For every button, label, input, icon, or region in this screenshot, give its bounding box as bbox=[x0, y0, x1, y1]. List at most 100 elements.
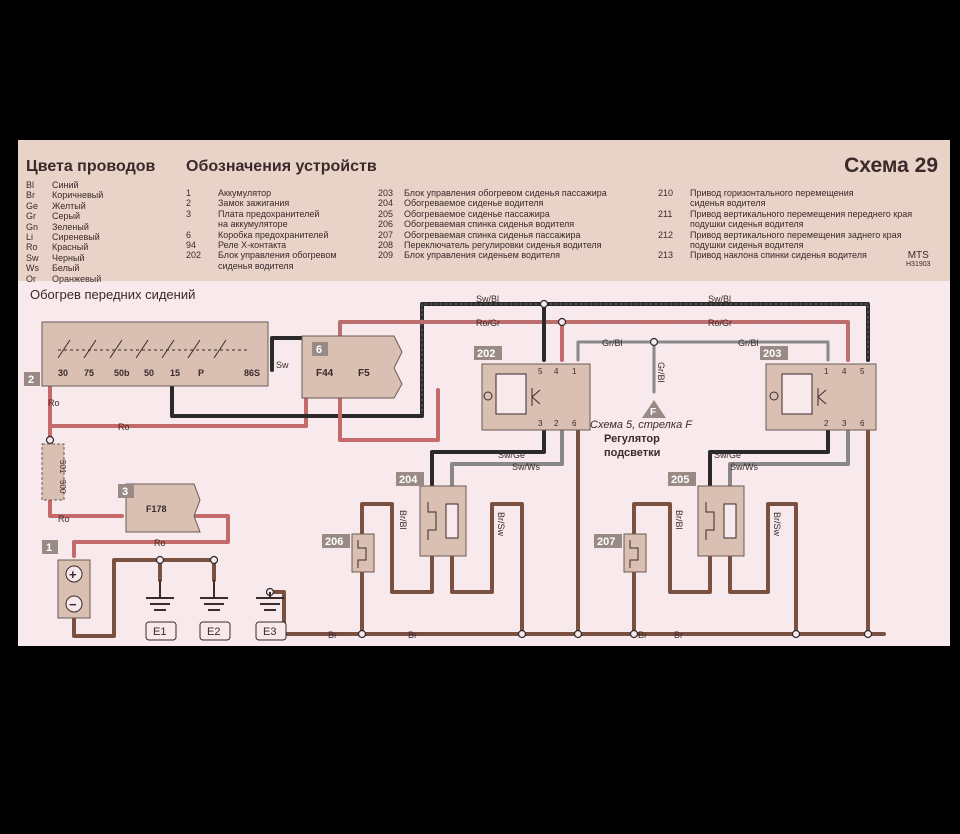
legend-name: Блок управления сиденьем водителя bbox=[404, 250, 560, 261]
legend-row: подушки сиденья водителя bbox=[658, 240, 912, 250]
legend-name: Обогреваемая спинка сиденья пассажира bbox=[404, 229, 581, 240]
junction-dot bbox=[155, 555, 165, 565]
ground-box-e2 bbox=[199, 621, 231, 641]
wire-gr-bl bbox=[576, 340, 830, 362]
label-box-1 bbox=[42, 540, 58, 554]
junction-dot bbox=[517, 629, 527, 639]
battery-minus-icon bbox=[65, 595, 83, 613]
legend-name: Серый bbox=[52, 211, 81, 222]
label-box-2 bbox=[24, 372, 40, 386]
legend-code: Gr bbox=[26, 211, 36, 222]
ignition-terminal: P bbox=[198, 368, 204, 378]
wire-sw-ge-205 bbox=[708, 428, 830, 488]
legend-code: Ro bbox=[26, 242, 38, 253]
component-label-203: 203 bbox=[763, 348, 781, 360]
back-heater-207 bbox=[623, 533, 647, 573]
wire-label: Gr/Bl bbox=[656, 362, 666, 383]
fuse-f178: F178 bbox=[146, 504, 167, 514]
wire-sw-ws-205 bbox=[728, 428, 850, 488]
pin-203-1: 1 bbox=[824, 367, 829, 376]
wire-label: Br/Sw bbox=[772, 512, 782, 537]
diagram-title: Обогрев передних сидений bbox=[30, 287, 195, 302]
pin-203-2: 2 bbox=[824, 419, 829, 428]
devices-title: Обозначения устройств bbox=[186, 158, 377, 175]
component-label-205: 205 bbox=[671, 474, 689, 486]
wire-sw-ws-204 bbox=[450, 428, 564, 488]
legend-name: Привод горизонтального перемещения bbox=[690, 188, 854, 198]
legend-name: Коробка предохранителей bbox=[218, 229, 329, 240]
legend-row: Gr Серый bbox=[26, 211, 103, 221]
legend-code: 213 bbox=[658, 250, 674, 261]
legend-code: Ws bbox=[26, 263, 39, 274]
back-heater-206 bbox=[351, 533, 375, 573]
legend-name: Блок управления обогревом сиденья пассаж… bbox=[404, 188, 607, 198]
legend-code: Gn bbox=[26, 221, 39, 232]
lamp-icon bbox=[769, 391, 779, 401]
legend-code: 209 bbox=[378, 250, 394, 261]
legend-code: Ge bbox=[26, 200, 39, 211]
label-box-205 bbox=[668, 472, 696, 486]
pin-203-4: 4 bbox=[842, 367, 847, 376]
legend-row: подушки сиденья водителя bbox=[658, 219, 912, 229]
legend-name: Переключатель регулировки сиденья водите… bbox=[404, 240, 602, 251]
component-label-6: 6 bbox=[316, 344, 322, 356]
component-label-202: 202 bbox=[477, 348, 495, 360]
legend-row: 209 Блок управления сиденьем водителя bbox=[378, 250, 607, 260]
lamp-icon bbox=[483, 391, 493, 401]
ground-icon bbox=[146, 580, 174, 611]
note-line-1: Схема 5, стрелка F bbox=[590, 419, 693, 431]
legend-name: Аккумулятор bbox=[218, 188, 272, 198]
relay-connector bbox=[41, 443, 65, 501]
pin-202-1: 1 bbox=[572, 367, 577, 376]
legend-code: Br bbox=[26, 190, 35, 201]
legend-name: Оранжевый bbox=[52, 273, 102, 284]
ground-label-e2: E2 bbox=[207, 626, 220, 638]
legend-name: Обогреваемая спинка сиденья водителя bbox=[404, 219, 575, 230]
pin-501: 501 bbox=[58, 460, 67, 474]
legend-code: Sw bbox=[26, 252, 39, 263]
legend-name: сиденья водителя bbox=[218, 260, 294, 271]
wire-label: Br bbox=[408, 630, 417, 640]
legend-row: 207 Обогреваемая спинка сиденья пассажира bbox=[378, 230, 607, 240]
legend-name: Синий bbox=[52, 180, 79, 190]
junction-dot bbox=[649, 337, 659, 347]
wire-label: Br bbox=[328, 630, 337, 640]
legend-name: Белый bbox=[52, 263, 80, 274]
pin-500: 500 bbox=[58, 480, 67, 494]
wire-sw-ge-204 bbox=[430, 428, 546, 488]
legend-code: 207 bbox=[378, 229, 394, 240]
arrow-f-icon bbox=[642, 400, 666, 418]
ignition-switch-contacts bbox=[57, 339, 248, 359]
legend-code: 205 bbox=[378, 208, 394, 219]
wire-label: Ro bbox=[58, 514, 70, 524]
label-box-203 bbox=[760, 346, 788, 360]
pin-203-3: 3 bbox=[842, 419, 847, 428]
wire-br-sw-205 bbox=[728, 502, 798, 636]
legend-code: 6 bbox=[186, 229, 192, 240]
component-label-207: 207 bbox=[597, 536, 615, 548]
pin-202-4: 4 bbox=[554, 367, 559, 376]
legend-name: подушки сиденья водителя bbox=[690, 219, 804, 230]
component-label-3: 3 bbox=[122, 486, 128, 498]
heater-element-icon bbox=[705, 502, 715, 540]
legend-name: Привод вертикального перемещения передне… bbox=[690, 208, 913, 219]
wire-br-sw-204 bbox=[450, 502, 524, 636]
legend-name: Красный bbox=[52, 242, 89, 253]
legend-name: Замок зажигания bbox=[218, 198, 290, 209]
ground-label-e3: E3 bbox=[263, 626, 276, 638]
legend-row: сиденья водителя bbox=[658, 198, 912, 208]
wire-label: Br/Bl bbox=[398, 510, 408, 530]
battery-minus-label: − bbox=[69, 597, 77, 612]
component-label-206: 206 bbox=[325, 536, 343, 548]
